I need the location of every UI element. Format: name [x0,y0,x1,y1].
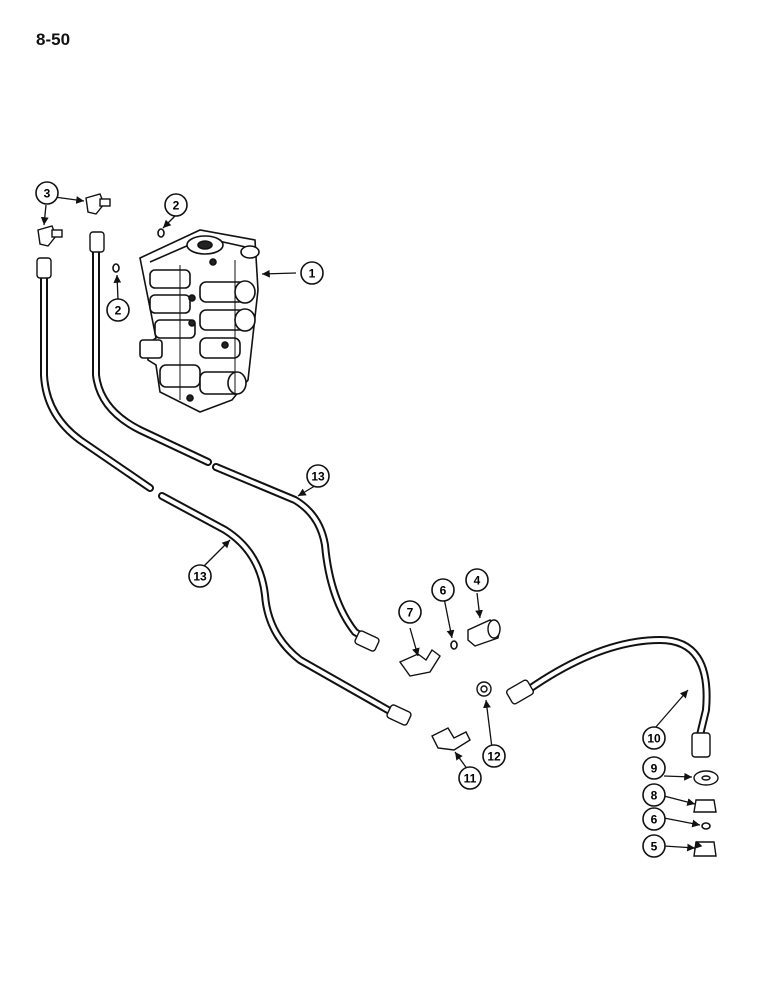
page-number: 8-50 [36,30,71,49]
hose-lower [40,271,399,718]
callout-12: 12 [482,744,506,768]
svg-text:2: 2 [173,199,180,213]
svg-text:9: 9 [651,762,658,776]
callout-7: 7 [398,600,422,624]
callout-11: 11 [458,766,482,790]
hose-upper [92,246,372,644]
svg-text:7: 7 [407,606,414,620]
hose-fittings [36,231,711,758]
adapters [398,619,501,751]
svg-text:4: 4 [474,574,481,588]
svg-text:13: 13 [311,470,325,484]
callout-1: 1 [300,261,324,285]
callout-6-upper: 6 [431,578,455,602]
o-rings [112,228,711,830]
leader-lines [40,195,703,852]
callout-3: 3 [35,181,59,205]
right-stack-parts [693,770,719,857]
svg-text:5: 5 [651,840,658,854]
callout-8: 8 [642,783,666,807]
hose-right [524,635,711,739]
callout-13-lower: 13 [188,564,212,588]
svg-text:6: 6 [651,813,658,827]
callout-5: 5 [642,834,666,858]
callout-10: 10 [642,726,666,750]
svg-text:12: 12 [487,750,501,764]
svg-text:2: 2 [115,304,122,318]
callout-4: 4 [465,568,489,592]
svg-text:13: 13 [193,570,207,584]
callout-9: 9 [642,756,666,780]
svg-text:1: 1 [309,267,316,281]
elbow-fittings-3 [37,193,111,247]
svg-text:3: 3 [44,187,51,201]
callout-13-upper: 13 [306,464,330,488]
svg-text:6: 6 [440,584,447,598]
callout-2-left: 2 [106,298,130,322]
control-valve [139,229,260,413]
svg-text:10: 10 [647,732,661,746]
callout-2-top: 2 [164,193,188,217]
svg-text:11: 11 [464,772,477,786]
svg-text:8: 8 [651,789,658,803]
callout-6-lower: 6 [642,807,666,831]
